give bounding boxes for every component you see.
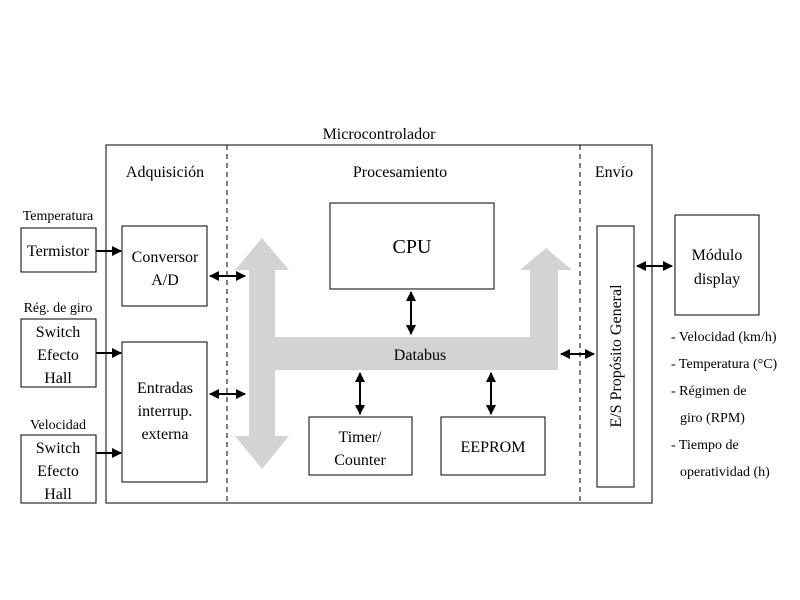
rpm-hall-line-1: Switch — [36, 324, 80, 341]
speed-hall-line-2: Efecto — [37, 463, 79, 480]
adc-line-2: A/D — [151, 272, 179, 289]
thermistor-box — [20, 227, 97, 273]
databus-shape — [235, 238, 572, 469]
rpm-hall-line-3: Hall — [44, 370, 72, 387]
cpu-block — [329, 202, 495, 290]
display-output-3: - Régimen de — [671, 384, 746, 399]
timer-line-2: Counter — [334, 452, 386, 469]
interrupts-block — [121, 341, 208, 483]
interrupts-line-1: Entradas — [137, 380, 193, 397]
display-output-1: - Velocidad (km/h) — [671, 330, 777, 345]
section-acquisition: Adquisición — [126, 164, 204, 181]
timer-counter-block — [308, 416, 413, 476]
rpm-hall-line-2: Efecto — [37, 347, 79, 364]
display-output-6: operatividad (h) — [680, 465, 770, 480]
section-processing: Procesamiento — [353, 164, 447, 181]
speed-hall-line-3: Hall — [44, 486, 72, 503]
interrupts-line-2: interrup. — [138, 403, 193, 420]
speed-hall-switch-box — [20, 434, 97, 504]
eeprom-label: EEPROM — [461, 439, 526, 456]
display-module-block — [674, 214, 760, 316]
thermistor-text: Termistor — [27, 243, 90, 260]
microcontroller-frame — [105, 144, 653, 504]
adc-block — [121, 225, 208, 307]
display-output-5: - Tiempo de — [671, 438, 739, 453]
eeprom-block — [440, 416, 546, 476]
display-line-2: display — [694, 271, 740, 288]
section-sending: Envío — [595, 164, 633, 181]
databus-label: Databus — [394, 347, 446, 364]
display-line-1: Módulo — [692, 247, 743, 264]
display-output-4: giro (RPM) — [680, 411, 745, 426]
timer-line-1: Timer/ — [339, 429, 383, 446]
microcontroller-title: Microcontrolador — [323, 126, 437, 143]
input-temperature-label: Temperatura — [23, 209, 94, 224]
display-output-2: - Temperatura (°C) — [671, 357, 778, 372]
cpu-label: CPU — [393, 236, 432, 258]
gpio-label: E/S Propósito General — [608, 284, 625, 428]
interrupts-line-3: externa — [141, 426, 188, 443]
speed-hall-line-1: Switch — [36, 440, 80, 457]
gpio-block — [596, 225, 635, 488]
input-speed-label: Velocidad — [30, 418, 86, 433]
input-rpm-label: Rég. de giro — [24, 301, 93, 316]
adc-line-1: Conversor — [132, 249, 199, 266]
